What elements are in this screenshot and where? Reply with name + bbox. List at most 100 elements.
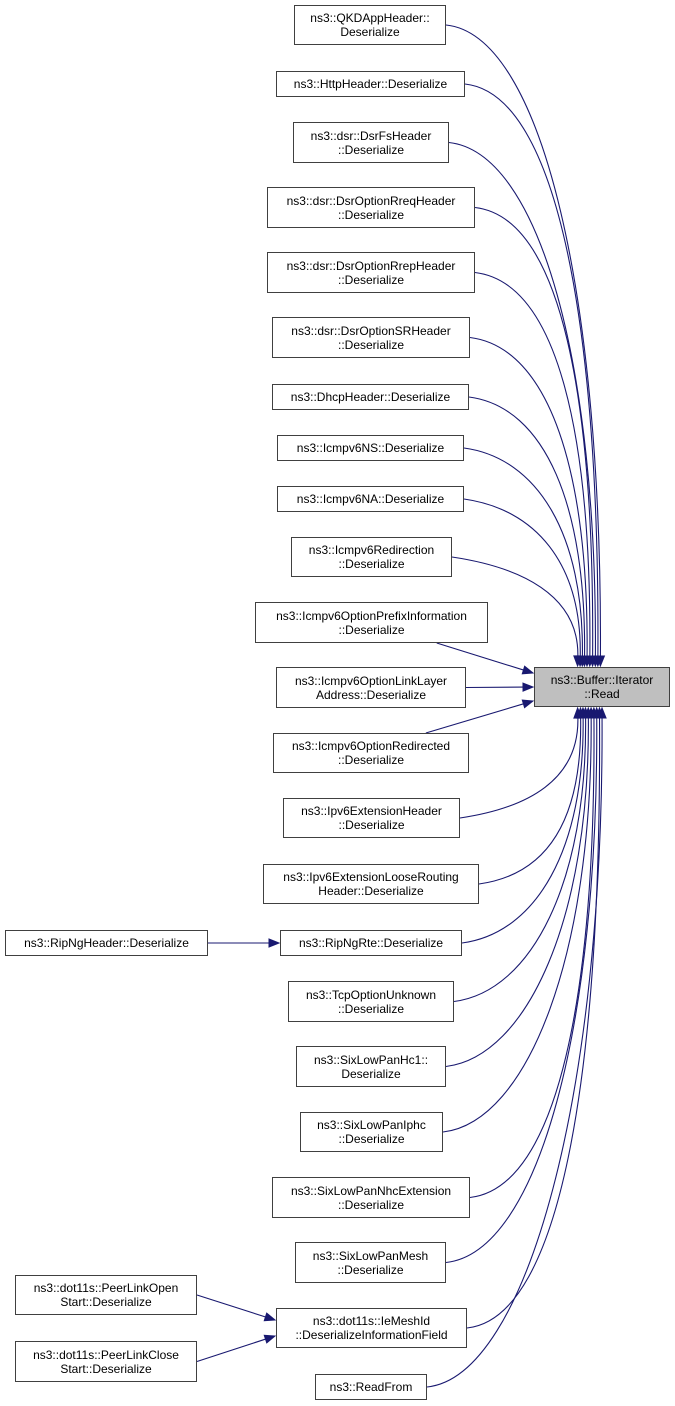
caller-node-prefix[interactable]: ns3::Icmpv6OptionPrefixInformation::Dese… — [255, 602, 488, 643]
edge-rreq-to-read — [474, 206, 594, 658]
node-label-line: ::Deserialize — [337, 1197, 405, 1212]
node-label-line: ::Deserialize — [338, 622, 405, 637]
node-label-line: ::Deserialize — [337, 272, 405, 287]
caller-node-mesh[interactable]: ns3::SixLowPanMesh::Deserialize — [295, 1242, 446, 1283]
node-label-line: Address::Deserialize — [315, 687, 427, 702]
node-label-line: ns3::Icmpv6NA::Deserialize — [296, 492, 445, 506]
node-label-line: ::Read — [584, 687, 620, 701]
node-label-line: ns3::SixLowPanMesh — [312, 1248, 429, 1263]
edge-plopen-to-meshid — [196, 1294, 267, 1318]
caller-node-ripngheader[interactable]: ns3::RipNgHeader::Deserialize — [5, 930, 208, 956]
node-label-line: ::Deserialize — [337, 1262, 404, 1277]
edge-http-to-read — [464, 83, 599, 658]
arrowhead-icon — [522, 682, 535, 692]
caller-node-rreq[interactable]: ns3::dsr::DsrOptionRreqHeader::Deseriali… — [267, 187, 475, 228]
node-label-line: ns3::HttpHeader::Deserialize — [293, 77, 448, 91]
edge-srh-to-read — [469, 336, 588, 658]
node-label-line: ns3::dsr::DsrOptionRreqHeader — [286, 193, 456, 208]
caller-node-rrep[interactable]: ns3::dsr::DsrOptionRrepHeader::Deseriali… — [267, 252, 475, 293]
edge-optredir-to-read — [425, 703, 525, 734]
node-label-line: ns3::Buffer::Iterator — [550, 673, 654, 687]
arrowhead-icon — [521, 699, 535, 709]
node-label-line: ns3::Icmpv6OptionPrefixInformation — [276, 608, 467, 623]
node-label-line: ::Deserialize — [337, 337, 405, 352]
node-label-line: ns3::QKDAppHeader:: — [310, 11, 430, 25]
caller-node-dhcp[interactable]: ns3::DhcpHeader::Deserialize — [272, 384, 469, 410]
caller-node-srh[interactable]: ns3::dsr::DsrOptionSRHeader::Deserialize — [272, 317, 470, 358]
caller-node-dsrfs[interactable]: ns3::dsr::DsrFsHeader::Deserialize — [293, 122, 449, 163]
caller-node-iphc[interactable]: ns3::SixLowPanIphc::Deserialize — [300, 1112, 443, 1152]
arrowhead-icon — [263, 1334, 277, 1344]
node-label-line: ::DeserializeInformationField — [295, 1328, 448, 1342]
node-label-line: ns3::Icmpv6OptionLinkLayer — [294, 673, 448, 688]
edge-plclose-to-meshid — [196, 1338, 267, 1363]
caller-node-nhcext[interactable]: ns3::SixLowPanNhcExtension::Deserialize — [272, 1177, 470, 1218]
edge-iphc-to-read — [442, 716, 592, 1133]
node-label-line: ns3::SixLowPanIphc — [317, 1118, 426, 1132]
node-label-line: ::Deserialize — [338, 818, 405, 832]
node-label-line: ns3::Icmpv6Redirection — [308, 543, 435, 557]
node-label-line: Header::Deserialize — [318, 884, 424, 898]
caller-node-tcpopt[interactable]: ns3::TcpOptionUnknown::Deserialize — [288, 981, 454, 1022]
edge-na-to-read — [463, 498, 581, 658]
node-label-line: ns3::SixLowPanHc1:: — [313, 1052, 429, 1067]
node-label-line: ::Deserialize — [337, 1001, 405, 1016]
node-label-line: ns3::ReadFrom — [329, 1380, 413, 1394]
caller-node-ns[interactable]: ns3::Icmpv6NS::Deserialize — [277, 435, 464, 461]
node-label-line: ns3::RipNgRte::Deserialize — [298, 936, 444, 950]
caller-node-ipv6ext[interactable]: ns3::Ipv6ExtensionHeader::Deserialize — [283, 798, 460, 838]
caller-node-hc1[interactable]: ns3::SixLowPanHc1::Deserialize — [296, 1046, 446, 1087]
node-label-line: ::Deserialize — [337, 753, 405, 767]
edge-mesh-to-read — [445, 716, 598, 1264]
node-label-line: ns3::dot11s::IeMeshId — [312, 1314, 431, 1328]
caller-node-redir[interactable]: ns3::Icmpv6Redirection::Deserialize — [291, 537, 452, 577]
edge-nhcext-to-read — [469, 716, 595, 1199]
caller-node-optredir[interactable]: ns3::Icmpv6OptionRedirected::Deserialize — [273, 733, 469, 773]
edge-hc1-to-read — [445, 716, 589, 1068]
node-label-line: ::Deserialize — [337, 207, 405, 222]
node-label-line: ns3::SixLowPanNhcExtension — [290, 1183, 452, 1198]
caller-node-http[interactable]: ns3::HttpHeader::Deserialize — [276, 71, 465, 97]
edge-tcpopt-to-read — [453, 716, 587, 1003]
edge-meshid-to-read — [466, 716, 601, 1329]
edge-prefix-to-read — [436, 642, 525, 671]
edge-qkd-to-read — [445, 24, 601, 658]
node-label-line: ::Deserialize — [338, 557, 405, 571]
caller-node-na[interactable]: ns3::Icmpv6NA::Deserialize — [277, 486, 464, 512]
node-label-line: ns3::dsr::DsrOptionRrepHeader — [286, 258, 456, 273]
arrowhead-icon — [263, 1312, 277, 1322]
node-label-line: ns3::Ipv6ExtensionLooseRouting — [283, 870, 459, 884]
node-label-line: ns3::TcpOptionUnknown — [305, 987, 437, 1002]
node-label-line: ns3::dsr::DsrOptionSRHeader — [291, 323, 451, 338]
edge-rrep-to-read — [474, 271, 591, 658]
node-label-line: ns3::Ipv6ExtensionHeader — [301, 804, 442, 818]
node-label-line: ::Deserialize — [337, 142, 405, 157]
edge-ipv6ext-to-read — [459, 716, 579, 819]
caller-node-meshid[interactable]: ns3::dot11s::IeMeshId::DeserializeInform… — [276, 1308, 467, 1348]
edge-ns-to-read — [463, 447, 583, 658]
arrowhead-icon — [573, 655, 583, 668]
arrowhead-icon — [268, 938, 281, 948]
edge-dhcp-to-read — [468, 396, 586, 658]
arrowhead-icon — [597, 706, 607, 719]
edge-dsrfs-to-read — [448, 141, 596, 658]
node-label-line: Deserialize — [340, 25, 400, 39]
node-label-line: ns3::dsr::DsrFsHeader — [310, 128, 432, 143]
edge-readfrom-to-read — [426, 716, 603, 1388]
node-label-line: ns3::RipNgHeader::Deserialize — [24, 936, 189, 950]
node-label-line: Deserialize — [341, 1066, 401, 1081]
edge-ripngrte-to-read — [461, 716, 584, 944]
edge-loose-to-read — [478, 716, 582, 885]
caller-node-qkd[interactable]: ns3::QKDAppHeader::Deserialize — [294, 5, 446, 45]
caller-node-readfrom[interactable]: ns3::ReadFrom — [315, 1374, 427, 1400]
node-label-line: ns3::DhcpHeader::Deserialize — [290, 390, 451, 404]
node-label-line: Start::Deserialize — [60, 1295, 152, 1309]
caller-node-ripngrte[interactable]: ns3::RipNgRte::Deserialize — [280, 930, 462, 956]
edge-redir-to-read — [451, 556, 579, 658]
